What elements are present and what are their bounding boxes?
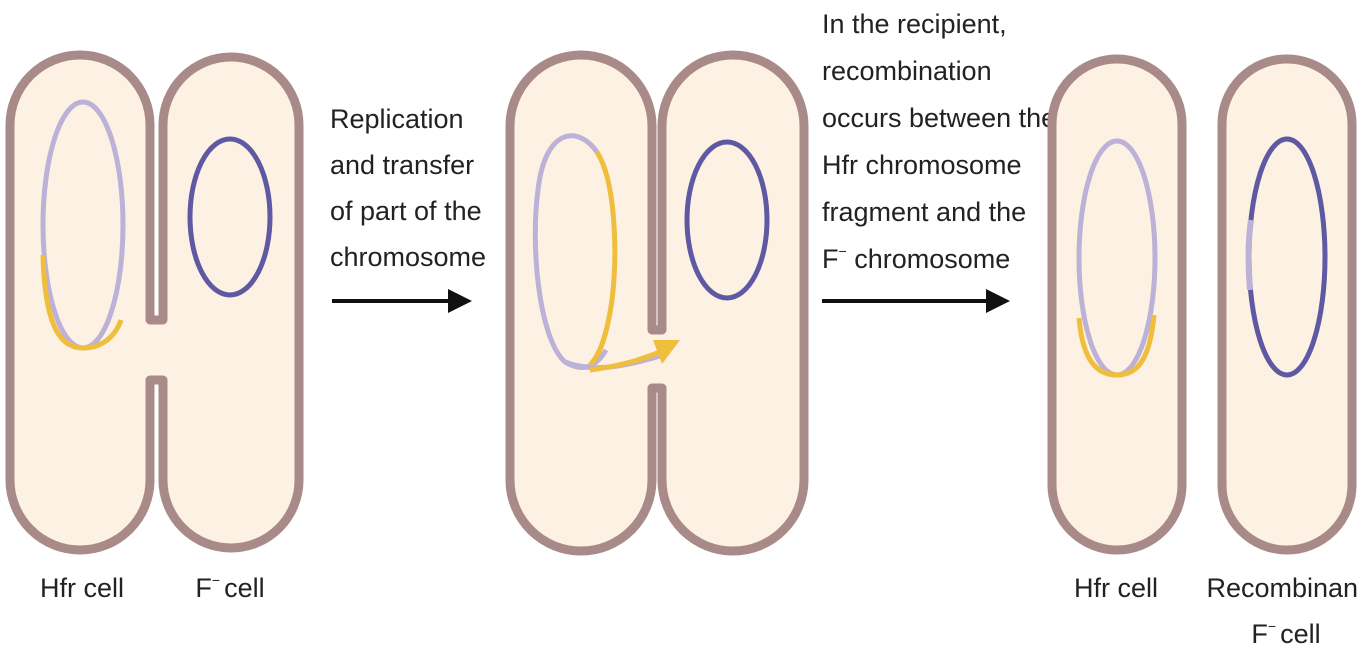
step-2-line-5: fragment and the [822,197,1026,227]
step-2-caption: In the recipient, recombination occurs b… [822,9,1056,274]
result-panel [1052,59,1352,550]
hfr-cell-result [1052,59,1182,550]
step-2-line-2: recombination [822,56,992,86]
transfer-panel [510,55,804,551]
hfr-cell-label: Hfr cell [40,573,124,603]
right-arrow-icon [822,289,1010,313]
transfer-pair-cells [510,55,804,551]
step-2-line-4: Hfr chromosome [822,150,1022,180]
recombinant-label-line-1: Recombinant [1206,573,1358,603]
f-letter: F [195,573,212,603]
f-letter: F [1251,619,1268,649]
minus-superscript: − [1268,618,1276,634]
step-1-line-4: chromosome [330,242,486,272]
step-2-line-3: occurs between the [822,103,1056,133]
cell-word: cell [224,573,265,603]
step-1-caption: Replication and transfer of part of the … [330,104,486,272]
f-minus-cell-label: F−cell [195,572,264,603]
step-2-line-6: F− chromosome [822,243,1010,274]
step-1-line-3: of part of the [330,196,482,226]
step-1-line-2: and transfer [330,150,474,180]
cell-word: cell [1280,619,1321,649]
mating-pair-panel [10,55,299,550]
f-letter: F [822,244,839,274]
step-2-line-1: In the recipient, [822,9,1007,39]
step-1-line-1: Replication [330,104,464,134]
minus-superscript: − [212,572,220,588]
chromosome-word: chromosome [847,244,1011,274]
right-arrow-icon [332,289,472,313]
recombinant-cell [1222,59,1352,550]
hfr-cell-result-label: Hfr cell [1074,573,1158,603]
minus-superscript: − [839,243,847,259]
recombinant-label-line-2: F−cell [1251,618,1320,649]
